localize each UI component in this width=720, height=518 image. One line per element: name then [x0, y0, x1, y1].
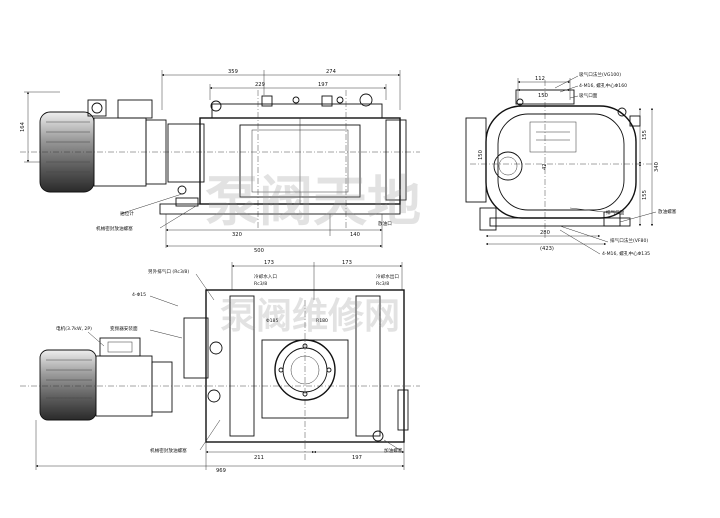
label-outlet-bolts: 4-M16, 螺孔中心Φ135: [602, 250, 650, 257]
label-outlet-face: 排气口面: [606, 209, 625, 216]
label-aux-exhaust: 另外排气口 (Rc3/8): [148, 268, 189, 275]
eye-bolt-left: [210, 100, 222, 112]
dim-155-a: 155: [642, 130, 648, 140]
terminal-box: [87, 99, 107, 117]
label-motor: 电机(3.7kW, 2P): [56, 325, 92, 332]
side-view: 112 150 155 155 340 42 150 280: [465, 71, 677, 257]
dim-969: 969: [216, 468, 226, 474]
label-drain-plug: 放油螺塞: [658, 208, 677, 215]
label-fill-plug: 加油螺塞: [384, 447, 403, 454]
dim-140: 140: [350, 232, 360, 238]
dim-500: 500: [254, 248, 264, 254]
label-bottom-mech-seal-plug: 机械密封放油螺塞: [150, 447, 187, 454]
dim-150-left: 150: [478, 150, 484, 160]
inlet-port-circle: [493, 151, 523, 181]
dim-359: 359: [228, 69, 238, 75]
dim-112: 112: [535, 76, 545, 82]
label-cool-in-thread: Rc3/8: [254, 281, 267, 287]
label-cool-out-thread: Rc3/8: [376, 281, 389, 287]
dim-211: 211: [254, 455, 264, 461]
label-mech-seal-plug: 机械密封放油螺塞: [96, 225, 133, 232]
oil-level-gauge: [177, 185, 187, 195]
label-inverter-face: 变频器安装面: [110, 325, 138, 332]
dim-173-b: 173: [342, 260, 352, 266]
dim-r180: R180: [316, 318, 328, 324]
label-holes: 4-Φ15: [132, 292, 146, 298]
fill-plug: [372, 430, 384, 442]
base-plate: [159, 203, 401, 215]
dim-197-bottom: 197: [352, 455, 362, 461]
dim-150-top: 150: [538, 93, 548, 99]
label-drain-port: 放油口: [378, 220, 392, 227]
motor-fins: [46, 121, 90, 183]
watermark-line1: 泵阀天地: [205, 170, 421, 233]
dim-197: 197: [318, 82, 328, 88]
dim-340: 340: [654, 162, 660, 172]
bottom-motor-body: [39, 349, 97, 421]
eye-bolt-right: [359, 93, 373, 107]
inverter-box: [99, 337, 141, 357]
bottom-motor-fins: [46, 359, 92, 409]
label-inlet-flange: 吸气口法兰(VG100): [579, 71, 621, 78]
watermark-line2: 泵阀维修网: [220, 296, 400, 337]
dim-164: 164: [20, 121, 26, 132]
label-oil-level: 油位计: [120, 210, 134, 217]
dim-173-a: 173: [264, 260, 274, 266]
dim-155-b: 155: [642, 190, 648, 200]
label-cool-out: 冷却水出口: [376, 273, 399, 280]
dim-229: 229: [255, 82, 265, 88]
dim-280: 280: [540, 230, 550, 236]
dim-phi185: Φ185: [266, 318, 278, 324]
label-outlet-flange: 排气口法兰(VF80): [610, 237, 648, 244]
watermark: 泵阀天地 泵阀维修网: [205, 170, 421, 337]
bottom-view: 173 173 另外排气口 (Rc3/8) 冷却水入口 Rc3/8 冷却水出口 …: [20, 260, 420, 474]
dim-274: 274: [326, 69, 337, 75]
label-cool-in: 冷却水入口: [254, 273, 277, 280]
label-inlet-bolts: 4-M16, 螺孔中心Φ160: [579, 82, 627, 89]
top-view: 359 274 229 197 164: [20, 69, 420, 254]
bottom-pump-body: [205, 289, 405, 443]
dim-42: 42: [542, 163, 548, 170]
side-casing: [485, 105, 637, 219]
dim-320: 320: [232, 232, 242, 238]
label-inlet-face: 吸气口面: [579, 92, 598, 99]
dim-423: (423): [540, 246, 554, 252]
